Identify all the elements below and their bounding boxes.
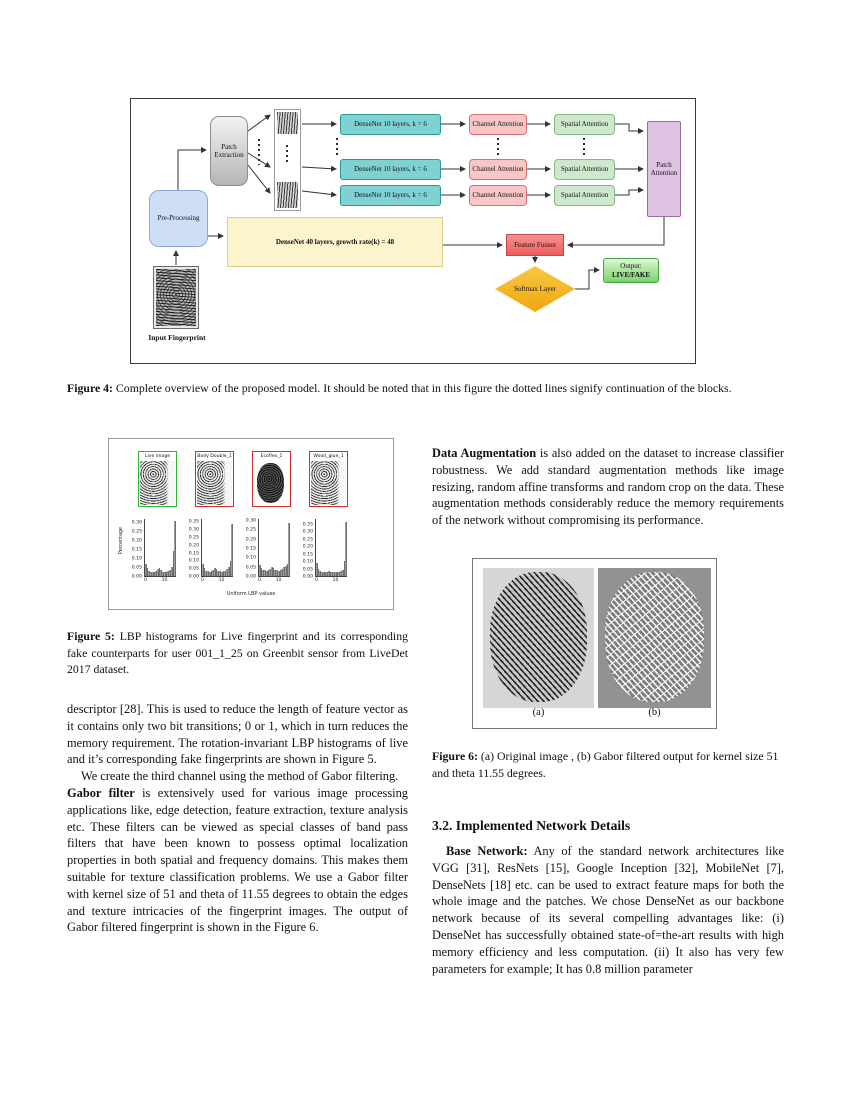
left-column: descriptor [28]. This is used to reduce … (67, 701, 408, 936)
plot-area (201, 519, 233, 577)
figure4-caption-text: Complete overview of the proposed model.… (112, 381, 732, 395)
input-fingerprint-label: Input Fingerprint (148, 333, 206, 342)
subfigure-label-a: (a) (532, 707, 545, 718)
densenet10-block-3: DenseNet 10 layers, k = 6 (340, 185, 441, 206)
gabor-filter-text: is extensively used for various image pr… (67, 785, 408, 935)
figure6-caption: Figure 6: (a) Original image , (b) Gabor… (432, 748, 784, 781)
paragraph-base-network: Base Network: Any of the standard networ… (432, 843, 784, 977)
plot-area (315, 519, 347, 577)
diagram-arrows (173, 114, 665, 290)
dots-ellipsis (497, 138, 499, 156)
fingerprint-panel-ecoflex: Ecoflex_1 (252, 451, 291, 507)
figure6-caption-text: (a) Original image , (b) Gabor filtered … (432, 749, 779, 780)
densenet40-block: DenseNet 40 layers, growth rate(k) = 48 (227, 217, 443, 267)
figure5-caption: Figure 5: LBP histograms for Live finger… (67, 628, 408, 678)
densenet10-block-2: DenseNet 10 layers, k = 6 (340, 159, 441, 180)
gabor-filtered-image (598, 568, 711, 708)
panel-title: Ecoflex_1 (260, 454, 283, 459)
right-column-base-network: Base Network: Any of the standard networ… (432, 843, 784, 977)
patch-top (277, 112, 298, 134)
paragraph-gabor-filter: Gabor filter is extensively used for var… (67, 785, 408, 936)
feature-fusion-block: Feature Fusion (506, 234, 564, 256)
subfigure-label-b: (b) (648, 707, 661, 718)
channel-attention-block-2: Channel Attention (469, 159, 527, 180)
input-fingerprint-image (153, 266, 199, 329)
y-axis-label: Percentage (119, 527, 124, 554)
channel-attention-block-3: Channel Attention (469, 185, 527, 206)
pre-processing-block: Pre-Processing (149, 190, 208, 247)
original-fingerprint-image (483, 568, 594, 708)
data-augmentation-text: is also added on the dataset to increase… (432, 446, 784, 528)
bars (202, 519, 233, 576)
fingerprint-image (311, 461, 346, 505)
densenet10-block-1: DenseNet 10 layers, k = 6 (340, 114, 441, 135)
figure6-caption-label: Figure 6: (432, 749, 478, 763)
figure5-lbp-histograms: Live image Body Double_1 Ecoflex_1 Wood_… (108, 438, 394, 610)
panel-title: Body Double_1 (197, 454, 232, 459)
bars (259, 519, 290, 576)
bars (145, 519, 176, 576)
spatial-attention-block-3: Spatial Attention (554, 185, 615, 206)
fingerprint-image (140, 461, 175, 505)
figure4-diagram: Pre-Processing Patch Extraction Input Fi… (130, 98, 696, 364)
output-label: Output: (620, 262, 642, 271)
panel-title: Live image (144, 454, 171, 459)
output-value: LIVE/FAKE (612, 270, 650, 279)
base-network-text: Any of the standard network architecture… (432, 844, 784, 976)
fingerprint-panel-bodydouble: Body Double_1 (195, 451, 234, 507)
patch-bottom (277, 182, 298, 208)
paragraph-data-augmentation: Data Augmentation is also added on the d… (432, 445, 784, 529)
dots-ellipsis (258, 139, 260, 165)
patch-extraction-block: Patch Extraction (210, 116, 248, 186)
bars (316, 519, 347, 576)
figure5-caption-label: Figure 5: (67, 629, 115, 643)
x-axis-label: Uniform LBP values (226, 591, 276, 597)
patch-attention-block: Patch Attention (647, 121, 681, 217)
dots-ellipsis (583, 138, 585, 156)
output-block: Output: LIVE/FAKE (603, 258, 659, 283)
plot-area (258, 519, 290, 577)
plot-area (144, 519, 176, 577)
figure6-gabor: (a) (b) (472, 558, 717, 729)
figure4-caption: Figure 4: Complete overview of the propo… (67, 380, 784, 397)
data-augmentation-lead: Data Augmentation (432, 446, 537, 460)
gabor-filter-lead: Gabor filter (67, 785, 135, 800)
dots-ellipsis (336, 138, 338, 156)
paragraph-descriptor: descriptor [28]. This is used to reduce … (67, 702, 408, 767)
fingerprint-image (257, 463, 284, 503)
paragraph-third-channel: We create the third channel using the me… (81, 769, 399, 784)
dots-ellipsis (286, 145, 288, 165)
fingerprint-texture (156, 269, 196, 326)
fingerprint-panel-woodglue: Wood_glue_1 (309, 451, 348, 507)
figure4-caption-label: Figure 4: (67, 381, 113, 395)
fingerprint-ridges (604, 572, 705, 703)
channel-attention-block-1: Channel Attention (469, 114, 527, 135)
section-heading-3-2: 3.2. Implemented Network Details (432, 818, 631, 833)
spatial-attention-block-2: Spatial Attention (554, 159, 615, 180)
figure5-caption-text: LBP histograms for Live fingerprint and … (67, 629, 408, 677)
fingerprint-image (197, 461, 232, 505)
fingerprint-panel-live: Live image (138, 451, 177, 507)
base-network-lead: Base Network: (446, 844, 528, 858)
spatial-attention-block-1: Spatial Attention (554, 114, 615, 135)
fingerprint-ridges (489, 572, 588, 703)
right-column-augmentation: Data Augmentation is also added on the d… (432, 445, 784, 529)
panel-title: Wood_glue_1 (313, 454, 344, 459)
